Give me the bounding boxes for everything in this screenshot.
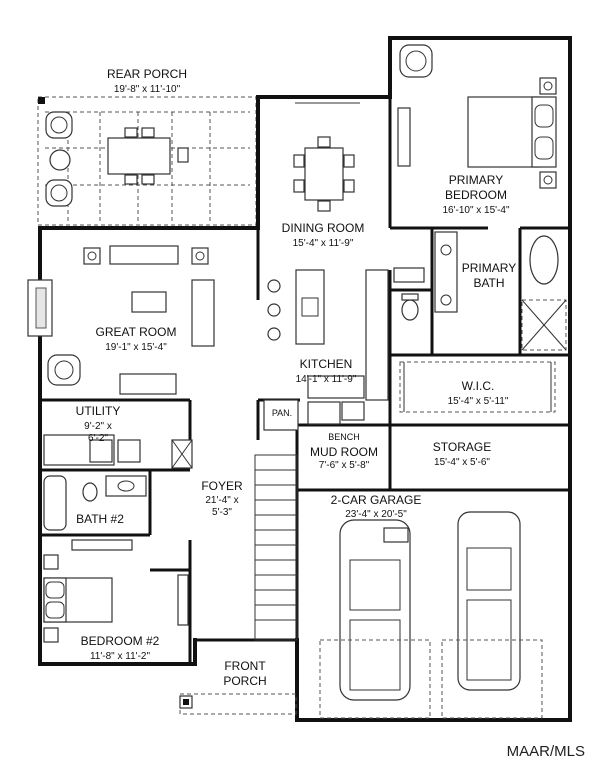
mud-room-dims: 7'-6" x 5'-8": [319, 460, 370, 471]
wic-shelves: [399, 361, 556, 413]
rear-porch-area: [37, 96, 257, 226]
pantry-name: PAN.: [272, 408, 292, 418]
stairs: [254, 454, 298, 641]
mud-room-name: MUD ROOM: [310, 445, 378, 459]
bedroom2-bed: [43, 539, 189, 643]
garage-name: 2-CAR GARAGE: [331, 493, 422, 507]
dining-room-name: DINING ROOM: [282, 221, 365, 235]
bath2-name: BATH #2: [76, 512, 124, 526]
wic-name: W.I.C.: [462, 379, 495, 393]
rear-porch-name: REAR PORCH: [107, 67, 187, 81]
foyer-name: FOYER: [201, 479, 243, 493]
utility-fixtures: [43, 434, 193, 531]
great-room-furniture: [27, 245, 215, 395]
foyer-dims-line2: 5'-3": [212, 507, 232, 518]
storage-dims: 15'-4" x 5'-6": [434, 457, 490, 468]
primary-bedroom-name-line1: PRIMARY: [449, 173, 503, 187]
watermark: MAAR/MLS: [507, 743, 585, 760]
garage-cars: [319, 511, 543, 719]
primary-bath-fixtures: [393, 231, 567, 351]
primary-bath-name-line2: BATH: [473, 276, 504, 290]
front-porch-area: [179, 693, 297, 715]
dining-room-dims: 15'-4" x 11'-9": [293, 238, 354, 249]
great-room-dims: 19'-1" x 15'-4": [105, 342, 167, 353]
rear-porch-dims: 19'-8" x 11'-10": [114, 84, 181, 95]
bench-name: BENCH: [328, 432, 360, 442]
bedroom2-dims: 11'-8" x 11'-2": [90, 651, 150, 662]
utility-dims-line2: 6'-2": [88, 433, 108, 444]
utility-dims-line1: 9'-2" x: [84, 421, 112, 432]
great-room-name: GREAT ROOM: [96, 325, 177, 339]
garage-dims: 23'-4" x 20'-5": [345, 509, 407, 520]
kitchen-fixtures: [263, 269, 389, 431]
front-porch-name-line1: FRONT: [224, 659, 266, 673]
dining-table: [293, 102, 360, 212]
kitchen-name: KITCHEN: [300, 357, 353, 371]
storage-name: STORAGE: [433, 440, 491, 454]
kitchen-dims: 14'-1" x 11'-9": [296, 374, 357, 385]
utility-name: UTILITY: [76, 404, 121, 418]
foyer-dims-line1: 21'-4" x: [205, 495, 238, 506]
bedroom2-name: BEDROOM #2: [81, 634, 160, 648]
primary-bedroom-dims: 16'-10" x 15'-4": [442, 205, 510, 216]
wic-dims: 15'-4" x 5'-11": [448, 396, 509, 407]
primary-bed: [397, 44, 557, 189]
primary-bedroom-name-line2: BEDROOM: [445, 188, 507, 202]
front-porch-name-line2: PORCH: [223, 674, 266, 688]
primary-bath-name-line1: PRIMARY: [462, 261, 516, 275]
